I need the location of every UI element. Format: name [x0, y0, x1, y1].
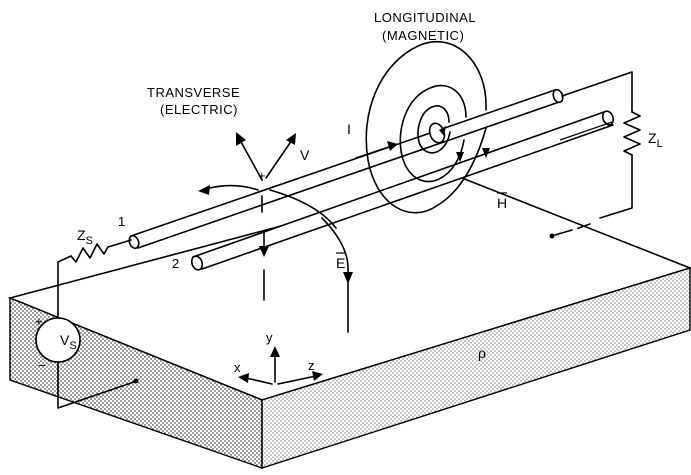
current-arrow: [355, 141, 398, 159]
load-impedance-label: ZL: [648, 130, 663, 150]
ground-plane: [7, 177, 691, 469]
source-circuit: [35, 239, 139, 409]
svg-text:E: E: [336, 255, 345, 271]
electric-label: (ELECTRIC): [160, 102, 238, 117]
source-plus-sign: +: [35, 314, 43, 329]
coordinate-axes: [238, 346, 323, 385]
axis-x-label: x: [234, 360, 241, 375]
axis-z-label: z: [308, 358, 315, 373]
conductor-2: [190, 110, 615, 271]
axis-y-label: y: [266, 330, 273, 345]
longitudinal-label: LONGITUDINAL: [374, 10, 476, 25]
magnetic-label: (MAGNETIC): [382, 28, 464, 43]
load-resistor: [623, 111, 641, 156]
source-minus-sign: −: [38, 358, 46, 373]
transverse-plus-sign: +: [258, 168, 266, 183]
resistivity-label: ρ: [478, 345, 486, 361]
conductor-2-label: 2: [172, 256, 179, 271]
source-voltage-label: VS: [60, 332, 77, 352]
source-ground-node: [133, 378, 139, 384]
voltage-label: V: [300, 147, 310, 163]
electric-field-lines: [198, 132, 353, 333]
source-resistor: [70, 243, 109, 263]
load-circuit: [549, 71, 641, 239]
transverse-label: TRANSVERSE: [147, 85, 240, 100]
electric-field-label: E: [336, 252, 346, 271]
conductor-1: [128, 88, 564, 250]
conductor-1-label: 1: [118, 214, 125, 229]
magnetic-field-label: H: [497, 192, 507, 211]
ground-right-face: [261, 267, 691, 469]
current-label: I: [347, 121, 351, 137]
svg-text:H: H: [497, 195, 507, 211]
load-ground-node: [549, 233, 555, 239]
source-impedance-label: ZS: [77, 227, 93, 247]
